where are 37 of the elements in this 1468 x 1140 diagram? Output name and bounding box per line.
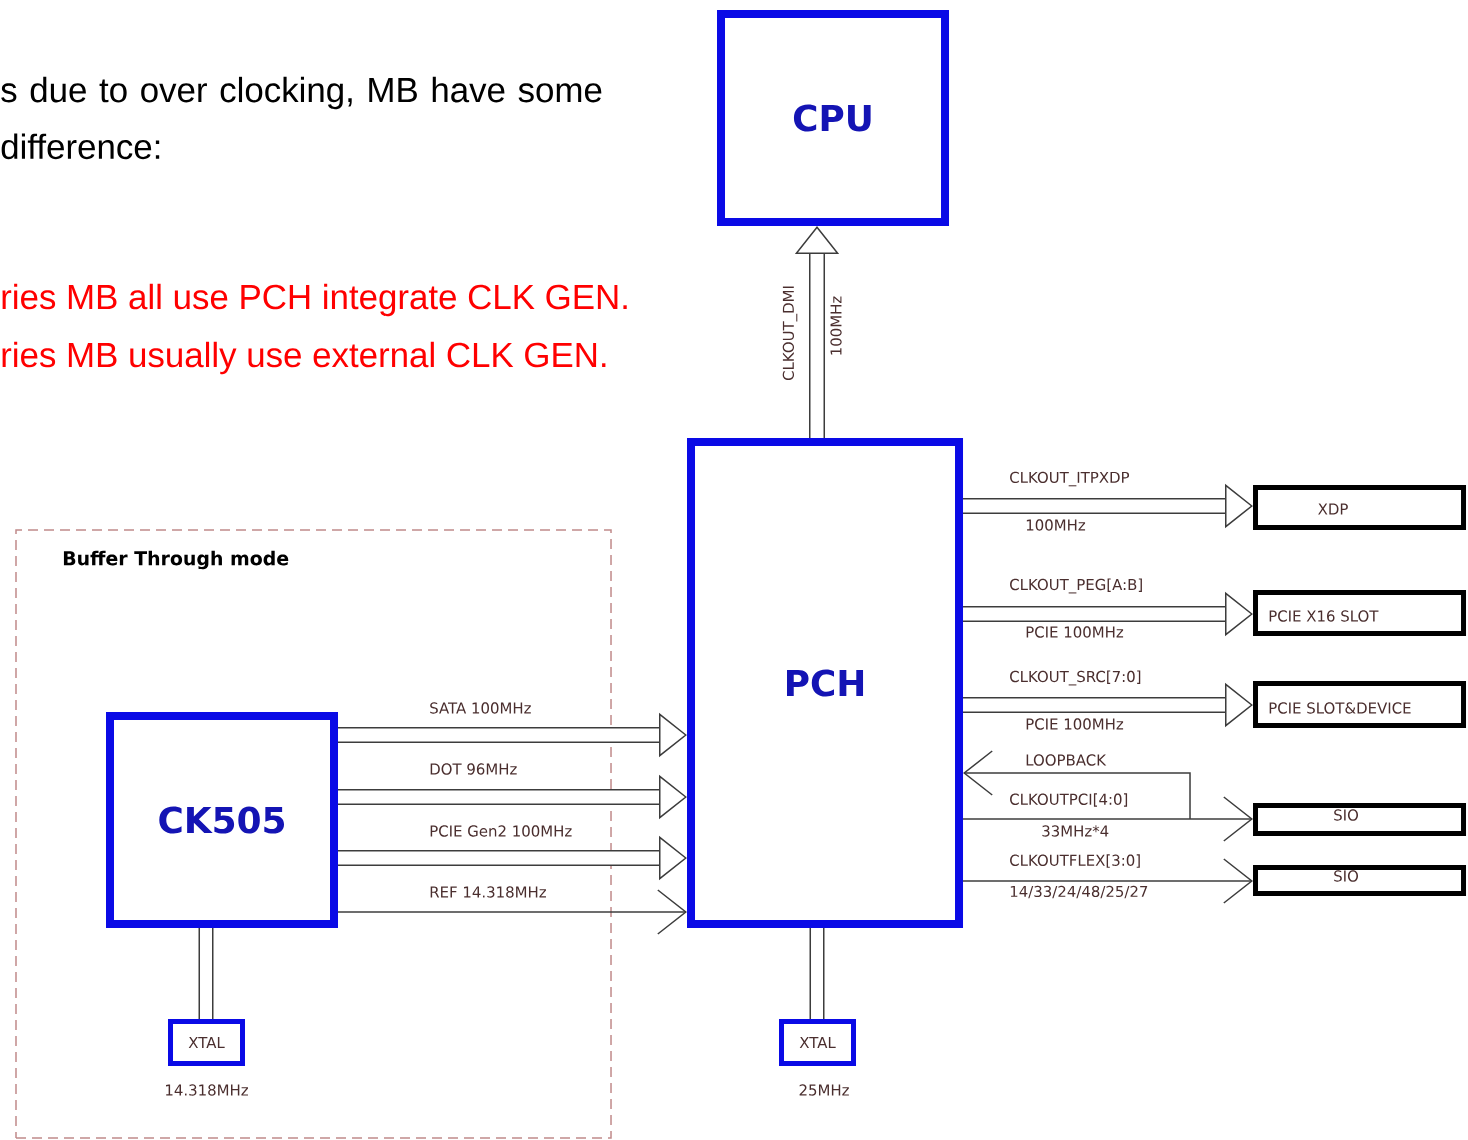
edge-label: LOOPBACK xyxy=(1024,753,1107,767)
edge-label: CLKOUT_ITPXDP xyxy=(1008,470,1131,488)
signal-label: 100MHz xyxy=(829,294,843,358)
crystal-box: XTAL xyxy=(168,1019,245,1066)
arrow xyxy=(962,796,1253,842)
device-box: PCIE SLOT&DEVICE xyxy=(1253,681,1466,728)
edge-label: CLKOUT_PEG[A:B] xyxy=(1008,577,1145,595)
signal-label: 33MHz*4 xyxy=(1040,824,1111,838)
arrow xyxy=(962,858,1253,904)
edge-label: PCIE Gen2 100MHz xyxy=(428,824,574,838)
device-box: XDP xyxy=(1253,485,1466,530)
device-box: PCIE X16 SLOT xyxy=(1253,590,1466,636)
edge-label: DOT 96MHz xyxy=(428,762,519,776)
device-box: SIO xyxy=(1253,865,1466,896)
arrow xyxy=(963,750,1191,820)
chip-box: CPU xyxy=(717,10,949,226)
frequency-label: 14.318MHz xyxy=(166,1084,248,1096)
region-title: Buffer Through mode xyxy=(63,550,289,570)
edge-label: REF 14.318MHz xyxy=(428,885,548,899)
edge-label: CLKOUTFLEX[3:0] xyxy=(1008,853,1143,869)
edge-label: CLKOUTPCI[4:0] xyxy=(1008,792,1130,808)
device-box: SIO xyxy=(1253,803,1466,836)
edge-label: CLKOUT_DMI xyxy=(781,284,799,382)
edge-label: CLKOUT_SRC[7:0] xyxy=(1008,669,1143,687)
signal-label: PCIE 100MHz xyxy=(1024,625,1125,639)
note-text: ries MB all use PCH integrate CLK GEN. xyxy=(2,283,627,317)
note-text: ries MB usually use external CLK GEN. xyxy=(2,341,606,375)
signal-label: PCIE 100MHz xyxy=(1024,717,1125,731)
crystal-box: XTAL xyxy=(779,1019,856,1066)
chip-box: CK505 xyxy=(106,712,338,928)
signal-label: 14/33/24/48/25/27 xyxy=(1008,884,1150,900)
frequency-label: 25MHz xyxy=(799,1084,849,1096)
signal-label: 100MHz xyxy=(1024,518,1087,532)
note-text: s due to over clocking, MB have some difference: xyxy=(1,76,602,160)
edge-label: SATA 100MHz xyxy=(428,701,533,715)
chip-box: PCH xyxy=(687,438,963,928)
arrow xyxy=(337,889,687,935)
